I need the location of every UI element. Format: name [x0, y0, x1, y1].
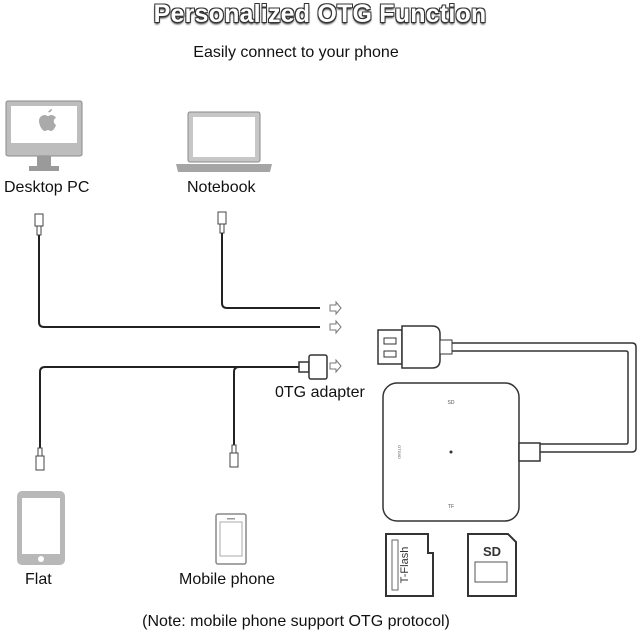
page-subtitle: Easily connect to your phone: [193, 44, 399, 61]
flat-plug: [35, 447, 45, 471]
usb-plug-icon: [377, 325, 453, 369]
page-title: Personalized OTG Function: [153, 0, 487, 28]
phone-plug: [229, 444, 239, 468]
otg-adapter-label: 0TG adapter: [275, 384, 365, 401]
otg-cables: [39, 366, 308, 455]
desktop-pc-icon: [5, 100, 83, 171]
mobile-phone-icon: [215, 513, 247, 565]
notebook-icon: [176, 111, 272, 172]
notebook-cable: [217, 211, 320, 309]
arrow-icon: [329, 300, 342, 374]
footer-note: (Note: mobile phone support OTG protocol…: [142, 613, 450, 630]
sd-card-icon: [467, 533, 517, 597]
tf-card-icon: [385, 533, 434, 597]
sd-card-label: SD: [483, 544, 501, 559]
tablet-icon: [17, 491, 65, 565]
desktop-pc-label: Desktop PC: [4, 179, 90, 196]
flat-label: Flat: [25, 571, 52, 588]
desktop-cable: [34, 213, 320, 328]
hub-cable: [452, 342, 637, 453]
hub-label-sd: SD: [448, 400, 455, 406]
mobile-phone-label: Mobile phone: [179, 571, 276, 588]
otg-adapter-icon: [298, 354, 328, 380]
tf-card-label: T-Flash: [399, 547, 411, 584]
hub-label-tf: TF: [448, 504, 454, 510]
notebook-label: Notebook: [187, 179, 256, 196]
card-reader-hub: [382, 382, 541, 522]
hub-label-otg: OTG/ID: [397, 445, 402, 459]
